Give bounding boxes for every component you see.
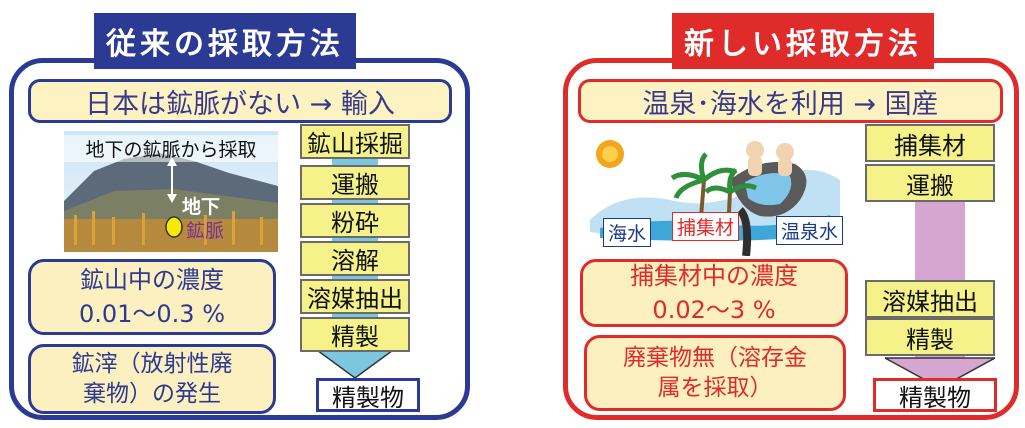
- conventional-result: 精製物: [316, 378, 420, 412]
- new-method-title: 新しい採取方法: [672, 13, 934, 69]
- process-step-refining-new: 精製: [865, 318, 995, 356]
- slag-waste-line1: 鉱滓（放射性廃: [71, 351, 233, 377]
- no-waste-line1: 廃棄物無（溶存金: [623, 345, 807, 371]
- process-step-mining: 鉱山採掘: [300, 124, 410, 159]
- mine-concentration-title: 鉱山中の濃度: [80, 266, 224, 294]
- process-step-solvent-extraction: 溶媒抽出: [300, 279, 410, 314]
- no-waste-line2: 属を採取）: [657, 375, 773, 401]
- mine-landscape-image: [64, 131, 278, 252]
- seawater-label: 海水: [603, 218, 652, 247]
- no-waste-box: 廃棄物無（溶存金 属を採取）: [584, 335, 846, 411]
- process-step-crushing: 粉砕: [300, 203, 410, 238]
- collector-concentration-box: 捕集材中の濃度 0.02～3 %: [580, 259, 848, 327]
- mine-concentration-box: 鉱山中の濃度 0.01～0.3 %: [28, 259, 276, 335]
- collector-concentration-value: 0.02～3 %: [652, 296, 776, 324]
- hotspring-water-label: 温泉水: [776, 216, 844, 245]
- process-step-dissolution: 溶解: [300, 241, 410, 276]
- mine-landscape-illustration: [64, 131, 278, 252]
- process-step-solvent-extraction-new: 溶媒抽出: [865, 280, 995, 318]
- mine-concentration-value: 0.01～0.3 %: [78, 300, 226, 328]
- process-step-refining: 精製: [300, 317, 410, 352]
- ore-vein-label: 鉱脈: [186, 220, 225, 242]
- new-summary: 温泉･海水を利用 → 国産: [578, 79, 1003, 123]
- collector-label: 捕集材: [672, 212, 740, 241]
- collector-concentration-title: 捕集材中の濃度: [630, 262, 798, 290]
- conventional-method-title: 従来の採取方法: [94, 13, 356, 69]
- underground-label: 地下: [182, 196, 221, 218]
- slag-waste-line2: 棄物）の発生: [83, 381, 221, 407]
- process-step-transport: 運搬: [300, 165, 410, 200]
- conventional-summary: 日本は鉱脈がない → 輸入: [28, 79, 452, 123]
- mine-caption: 地下の鉱脈から採取: [64, 135, 278, 162]
- slag-waste-box: 鉱滓（放射性廃 棄物）の発生: [28, 344, 276, 414]
- new-result: 精製物: [873, 378, 997, 412]
- process-step-transport-new: 運搬: [865, 164, 995, 202]
- process-step-collector: 捕集材: [865, 124, 995, 162]
